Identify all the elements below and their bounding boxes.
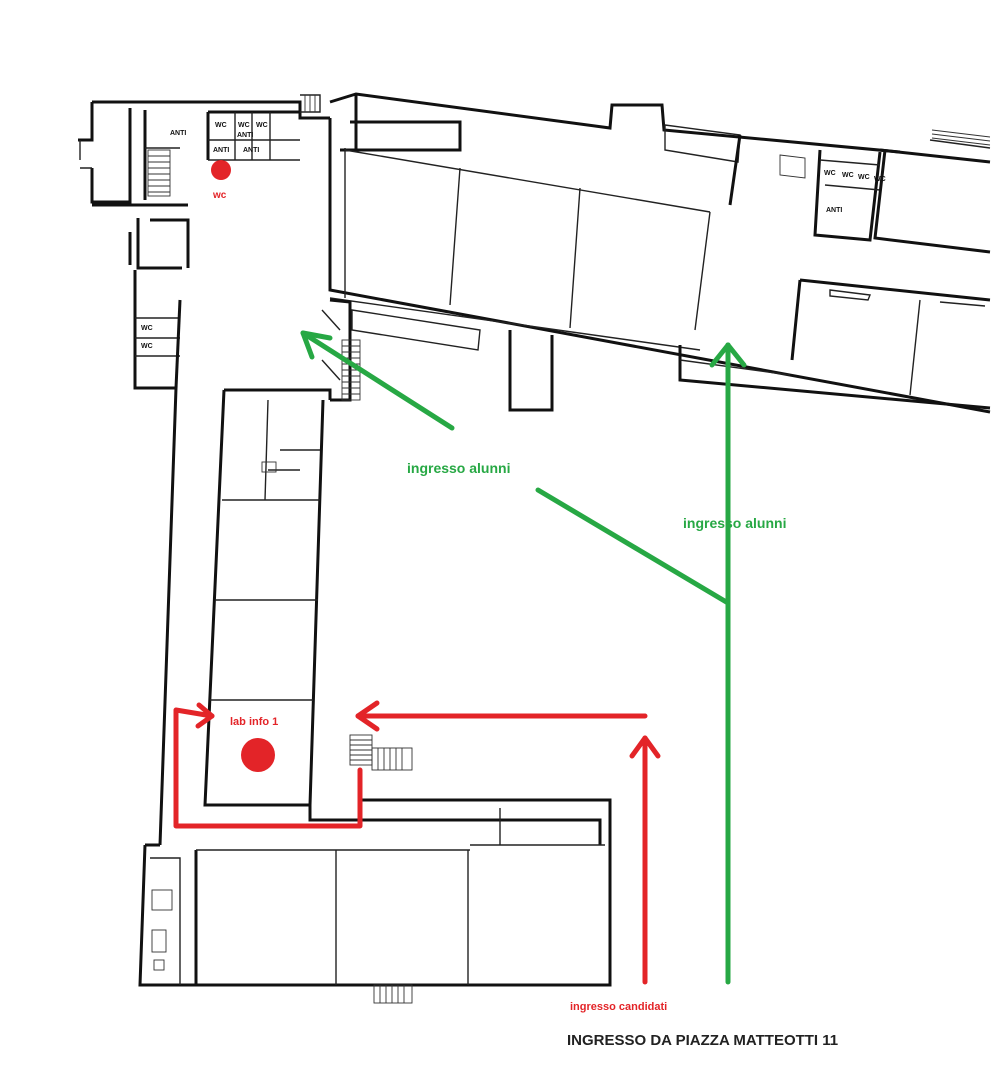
room-wc-3: WC — [256, 122, 268, 129]
student-route-diagonal — [535, 487, 731, 606]
room-anti-5: ANTI — [826, 207, 842, 214]
lab-marker-dot — [241, 738, 275, 772]
student-entrance-label-1: ingresso alunni — [407, 460, 510, 476]
room-anti-2: ANTI — [237, 132, 253, 139]
candidate-entrance-label: ingresso candidati — [570, 1001, 667, 1013]
student-route — [300, 330, 747, 985]
student-entrance-label-2: ingresso alunni — [683, 515, 786, 531]
student-route-arrow-2-head — [709, 342, 747, 368]
candidate-route-horizontal-head — [355, 700, 380, 732]
wc-label: wc — [212, 190, 227, 201]
room-anti-4: ANTI — [243, 147, 259, 154]
room-wc-7: WC — [842, 172, 854, 179]
student-route-arrow-1 — [300, 330, 455, 431]
building-walls — [78, 92, 991, 1004]
candidate-route-inner-loop — [173, 707, 363, 829]
room-anti-1: ANTI — [170, 130, 186, 137]
room-wc-5: WC — [141, 343, 153, 350]
main-entrance-label: INGRESSO DA PIAZZA MATTEOTTI 11 — [567, 1032, 838, 1049]
room-wc-8: WC — [858, 174, 870, 181]
room-wc-9: WC — [874, 176, 886, 183]
candidate-route-inner-head — [195, 702, 215, 729]
room-wc-4: WC — [141, 325, 153, 332]
room-anti-3: ANTI — [213, 147, 229, 154]
room-labels: ANTI ANTI ANTI ANTI ANTI WC WC WC WC WC … — [141, 122, 886, 350]
room-wc-6: WC — [824, 170, 836, 177]
candidate-route — [173, 700, 661, 985]
room-wc-1: WC — [215, 122, 227, 129]
lab-info-label: lab info 1 — [230, 716, 278, 728]
room-wc-2: WC — [238, 122, 250, 129]
wc-marker-dot — [211, 160, 231, 180]
candidate-route-vertical-head — [629, 735, 661, 759]
student-route-arrow-1-head — [300, 330, 333, 360]
